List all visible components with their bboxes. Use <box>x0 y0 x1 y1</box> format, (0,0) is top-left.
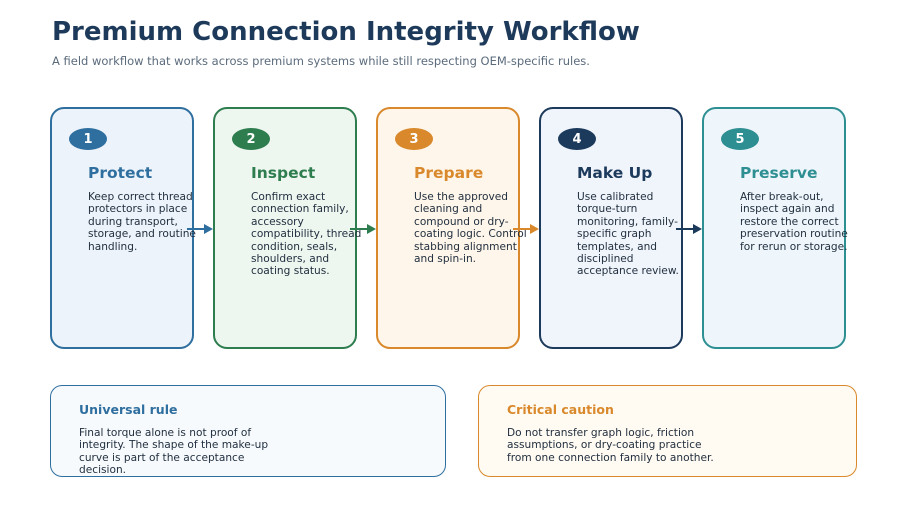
step-card-prepare: 3 Prepare Use the approved cleaning and … <box>376 107 527 349</box>
step-card-inspect: 2 Inspect Confirm exact connection famil… <box>213 107 361 349</box>
page-subtitle: A field workflow that works across premi… <box>52 54 590 68</box>
step-description: After break-out, inspect again and resto… <box>740 191 848 253</box>
step-card-protect: 1 Protect Keep correct thread protectors… <box>50 107 196 349</box>
step-description: Use calibrated torque-turn monitoring, f… <box>577 191 679 278</box>
note-text: Final torque alone is not proof of integ… <box>79 427 269 477</box>
arrow-right-icon <box>676 224 702 234</box>
note-text: Do not transfer graph logic, friction as… <box>507 427 714 464</box>
note-critical-caution: Critical caution Do not transfer graph l… <box>478 385 857 477</box>
step-description: Confirm exact connection family, accesso… <box>251 191 362 278</box>
note-universal-rule: Universal rule Final torque alone is not… <box>50 385 446 477</box>
step-title: Preserve <box>740 164 818 182</box>
note-title: Critical caution <box>507 402 614 417</box>
page-title: Premium Connection Integrity Workflow <box>52 17 640 47</box>
step-number-badge: 4 <box>558 128 596 150</box>
step-number-badge: 1 <box>69 128 107 150</box>
step-number-badge: 3 <box>395 128 433 150</box>
step-description: Keep correct thread protectors in place … <box>88 191 196 253</box>
step-title: Make Up <box>577 164 653 182</box>
note-title: Universal rule <box>79 402 178 417</box>
step-description: Use the approved cleaning and compound o… <box>414 191 527 266</box>
step-title: Prepare <box>414 164 484 182</box>
arrow-right-icon <box>513 224 539 234</box>
step-title: Inspect <box>251 164 316 182</box>
step-number-badge: 5 <box>721 128 759 150</box>
arrow-right-icon <box>350 224 376 234</box>
step-card-preserve: 5 Preserve After break-out, inspect agai… <box>702 107 848 349</box>
step-card-make-up: 4 Make Up Use calibrated torque-turn mon… <box>539 107 683 349</box>
step-title: Protect <box>88 164 153 182</box>
arrow-right-icon <box>187 224 213 234</box>
step-number-badge: 2 <box>232 128 270 150</box>
